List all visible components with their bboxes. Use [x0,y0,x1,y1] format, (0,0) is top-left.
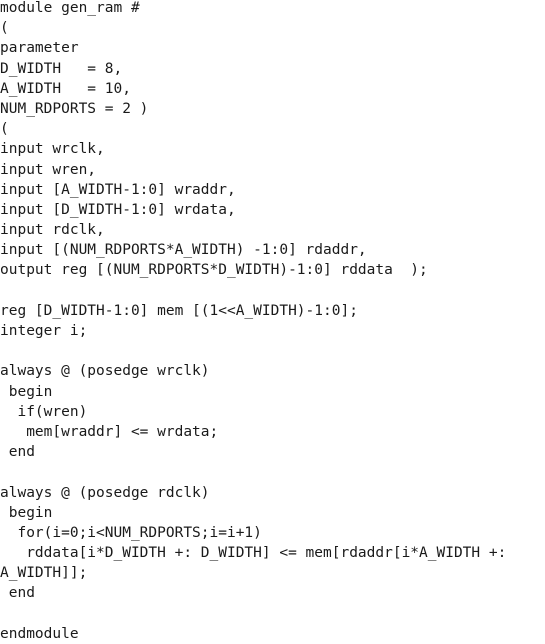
code-line: input [A_WIDTH-1:0] wraddr, [0,181,236,198]
code-line: end [0,444,35,461]
code-line: for(i=0;i<NUM_RDPORTS;i=i+1) [0,524,262,541]
code-line: input wren, [0,161,97,178]
code-line: module gen_ram # [0,0,140,16]
code-line: reg [D_WIDTH-1:0] mem [(1<<A_WIDTH)-1:0]… [0,302,358,319]
code-line: ( [0,20,9,37]
code-line: D_WIDTH = 8, [0,60,123,77]
code-line [0,281,545,301]
code-line [0,462,545,482]
code-line: input wrclk, [0,141,105,158]
code-line: begin [0,504,53,521]
code-line: endmodule [0,625,79,642]
code-line: rddata[i*D_WIDTH +: D_WIDTH] <= mem[rdad… [0,545,507,562]
code-line [0,604,545,624]
code-line: A_WIDTH]]; [0,565,88,582]
code-line: input [D_WIDTH-1:0] wrdata, [0,201,236,218]
code-line: A_WIDTH = 10, [0,80,131,97]
code-line: always @ (posedge rdclk) [0,484,210,501]
code-line [0,341,545,361]
code-line: output reg [(NUM_RDPORTS*D_WIDTH)-1:0] r… [0,262,428,279]
code-line: input [(NUM_RDPORTS*A_WIDTH) -1:0] rdadd… [0,242,367,259]
code-line: integer i; [0,323,88,339]
code-line: end [0,585,35,602]
code-line: NUM_RDPORTS = 2 ) [0,100,149,117]
code-line: begin [0,383,53,400]
code-line: ( [0,121,9,138]
code-line: input rdclk, [0,222,105,239]
code-line: parameter [0,40,79,57]
code-line: always @ (posedge wrclk) [0,363,210,380]
code-line: mem[wraddr] <= wrdata; [0,423,219,440]
code-line: if(wren) [0,403,88,420]
